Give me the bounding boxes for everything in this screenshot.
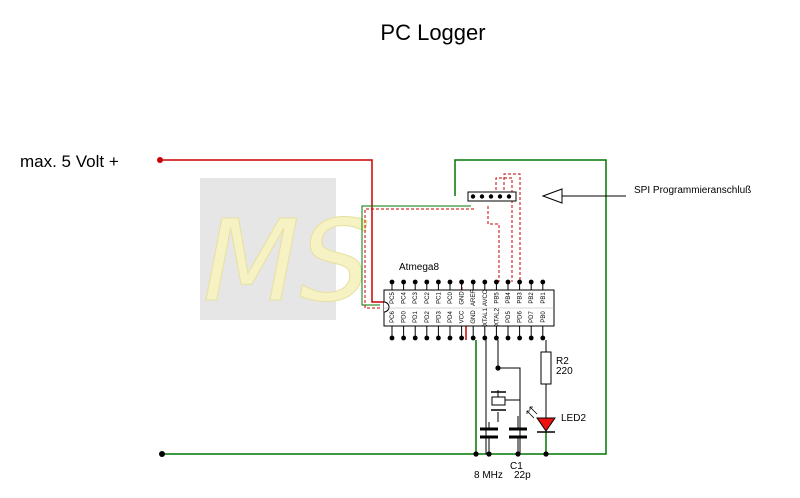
ic-label: Atmega8 (399, 262, 439, 273)
ic-pin-dot[interactable] (424, 279, 430, 285)
ic-bottom-pins: PC6 PD0 PD1 PD2 PD3 PD4 VCC GND XTAL1 XTAL2 PD5 PD6… (389, 307, 547, 341)
ic-pin-label: GND (460, 291, 466, 305)
resistor-name: R2 (556, 356, 569, 367)
supply-label: max. 5 Volt + (20, 152, 119, 171)
ground-wire (162, 159, 607, 455)
watermark-text: MS (203, 197, 371, 327)
ic-pin-dot[interactable] (401, 335, 406, 341)
ic-pin-label: PB0 (541, 311, 547, 323)
ic-pin-label: XTAL2 (494, 307, 500, 326)
ic-pin-label: PC0 (448, 292, 454, 304)
ic-pin-dot[interactable] (412, 335, 418, 341)
ic-pin-dot[interactable] (494, 335, 499, 341)
watermark-logo: MS (200, 178, 371, 328)
ic-pin-dot[interactable] (436, 279, 441, 285)
ic-pin-dot[interactable] (528, 335, 534, 341)
ic-pin-dot[interactable] (447, 335, 453, 341)
crystal-label: 8 MHz (474, 470, 503, 481)
ic-pin-label: PB1 (541, 292, 547, 304)
ic-pin-label: PD1 (413, 311, 419, 323)
ground-terminal[interactable] (159, 451, 165, 457)
spi-label: SPI Programmieranschluß (634, 185, 751, 196)
ic-pin-label: PD3 (436, 311, 442, 323)
ic-pin-dot[interactable] (540, 335, 546, 341)
ic-pin-dot[interactable] (482, 279, 488, 285)
ic-pin-dot[interactable] (447, 279, 453, 285)
capacitor-c1[interactable] (509, 427, 527, 439)
ic-pin-dot[interactable] (459, 279, 464, 285)
ic-pin-dot[interactable] (424, 335, 430, 341)
ic-pin-label: PD2 (425, 311, 431, 323)
ic-pin-label: PD7 (529, 311, 535, 323)
ic-pin-dot[interactable] (505, 335, 511, 341)
ic-pin-label: PC3 (413, 292, 419, 304)
capacitor-left[interactable] (480, 427, 498, 439)
ic-pin-dot[interactable] (517, 279, 522, 285)
ic-pin-dot[interactable] (389, 279, 395, 285)
ic-pin-dot[interactable] (482, 335, 488, 341)
led-label: LED2 (561, 413, 586, 424)
ic-pin-label: VCC (460, 310, 466, 323)
ic-pin-dot[interactable] (517, 335, 522, 341)
ic-pin-label: AVCC (483, 289, 489, 306)
spi-connector[interactable] (467, 191, 517, 202)
ic-pin-label: PB5 (494, 292, 500, 304)
junction-dots (473, 365, 549, 457)
capacitor-name: C1 (510, 461, 523, 472)
ic-pin-label: PB2 (529, 292, 535, 304)
ic-pin-label: AREF (471, 290, 477, 306)
crystal-8mhz[interactable] (491, 391, 506, 411)
ic-pin-dot[interactable] (540, 279, 546, 285)
ic-pin-dot[interactable] (505, 279, 511, 285)
ic-pin-label: PC6 (390, 311, 396, 323)
ic-pin-dot[interactable] (459, 335, 464, 341)
resistor-r2[interactable] (540, 340, 552, 418)
ic-pin-dot[interactable] (436, 335, 441, 341)
ic-top-pins: PC5 PC4 PC3 PC2 PC1 PC0 GND AREF AVCC PB5 PB4 PB3 PB… (389, 279, 547, 306)
resistor-value: 220 (556, 366, 573, 377)
ic-pin-label: PC5 (390, 292, 396, 304)
led-light-icon (526, 406, 538, 419)
ic-pin-dot[interactable] (412, 279, 418, 285)
ic-pin-dot[interactable] (470, 335, 476, 341)
ic-pin-label: PC4 (402, 292, 408, 304)
capacitor-c1-leads (488, 416, 519, 454)
ic-pin-label: PC1 (436, 292, 442, 304)
ic-pin-dot[interactable] (401, 279, 406, 285)
spi-arrow (541, 188, 626, 204)
ic-pin-label: PB3 (518, 292, 524, 304)
ic-pin-label: PD5 (506, 311, 512, 323)
supply-terminal[interactable] (157, 157, 163, 163)
ic-atmega8[interactable] (383, 289, 555, 327)
ic-pin-dot[interactable] (470, 279, 476, 285)
ic-pin-label: GND (471, 310, 477, 324)
ic-pin-label: PB4 (506, 292, 512, 304)
ic-pin-label: XTAL1 (483, 307, 489, 326)
capacitor-value: 22p (514, 470, 531, 481)
ic-pin-dot[interactable] (389, 335, 395, 341)
ic-pin-label: PD4 (448, 311, 454, 323)
ic-pin-dot[interactable] (494, 279, 499, 285)
ic-pin-label: PC2 (425, 292, 431, 304)
ic-pin-label: PD0 (402, 311, 408, 323)
ic-pin-dot[interactable] (528, 279, 534, 285)
page-title: PC Logger (380, 20, 485, 45)
ic-pin-label: PD6 (518, 311, 524, 323)
led2[interactable] (536, 417, 556, 433)
spi-wires (361, 173, 521, 309)
